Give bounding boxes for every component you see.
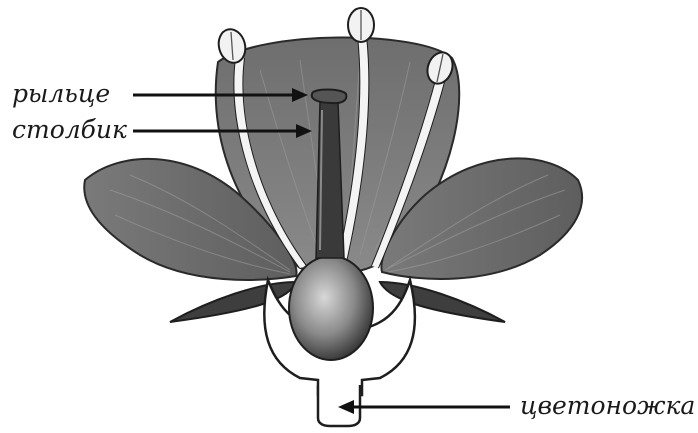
ovary — [289, 256, 373, 360]
style-label: столбик — [12, 117, 127, 142]
stigma-label: рыльце — [12, 81, 110, 106]
stigma — [312, 90, 347, 104]
pedicel-label: цветоножка — [520, 393, 695, 418]
